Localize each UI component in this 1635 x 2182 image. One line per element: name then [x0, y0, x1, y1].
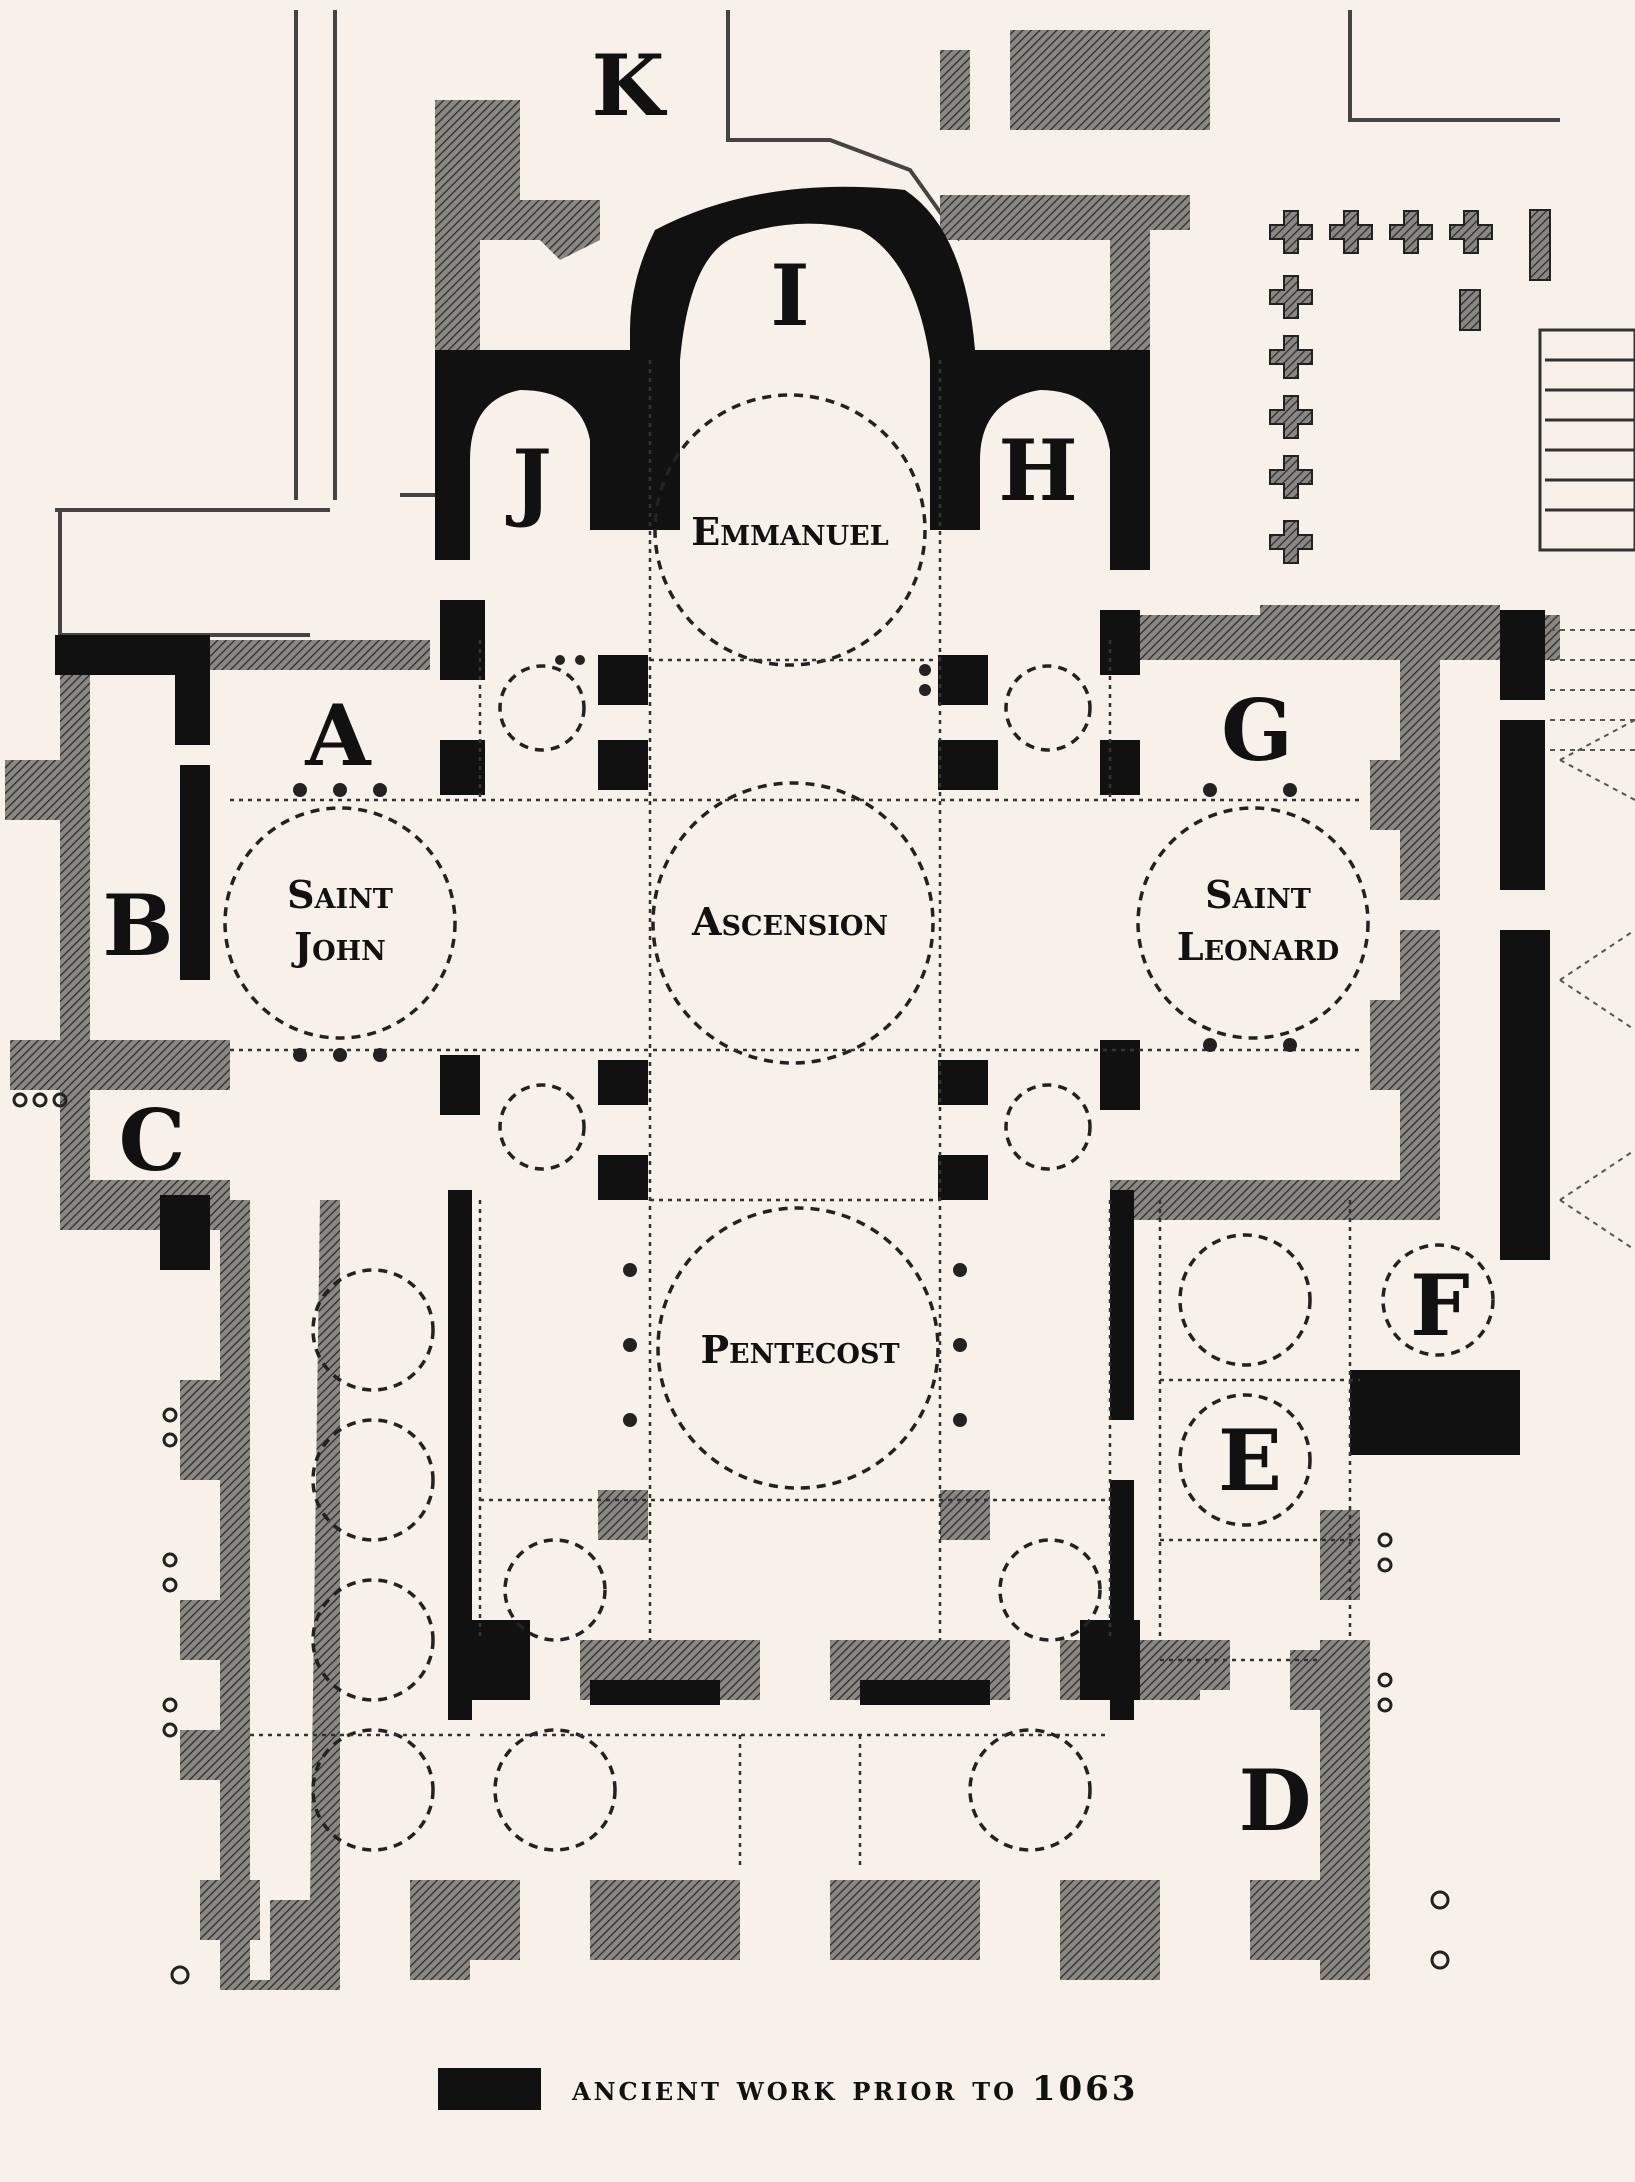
legend-label: ancient work prior to 1063 [571, 2069, 1138, 2109]
column-rings [12, 1092, 1450, 1985]
legend: ancient work prior to 1063 [438, 2068, 1138, 2110]
column-dots [293, 655, 1297, 1427]
stair-detail [1538, 328, 1635, 552]
label-a: A [304, 686, 372, 785]
dome-emmanuel-label: Emmanuel [691, 509, 888, 554]
dome-saint-leonard-line1: Saint [1205, 872, 1311, 917]
exterior-dash [1550, 629, 1635, 1251]
dome-saint-leonard-line2: Leonard [1177, 924, 1339, 969]
vault-circles [223, 393, 1495, 1852]
label-k: K [591, 36, 667, 135]
label-j: J [505, 431, 552, 530]
vault-ribs [230, 360, 1360, 1870]
label-i: I [770, 246, 809, 345]
label-b: B [103, 876, 174, 975]
label-g: G [1221, 681, 1293, 780]
label-d: D [1239, 1751, 1312, 1850]
dome-pentecost-label: Pentecost [700, 1327, 899, 1372]
courtyard-columns [1269, 209, 1551, 564]
dome-saint-john-line2: John [291, 924, 386, 969]
label-f: F [1410, 1256, 1470, 1355]
label-h: H [998, 421, 1077, 520]
dome-saint-john-line1: Saint [287, 872, 393, 917]
label-e: E [1218, 1411, 1282, 1510]
label-c: C [119, 1091, 186, 1190]
dome-ascension-label: Ascension [691, 899, 888, 944]
legend-swatch [438, 2068, 541, 2110]
